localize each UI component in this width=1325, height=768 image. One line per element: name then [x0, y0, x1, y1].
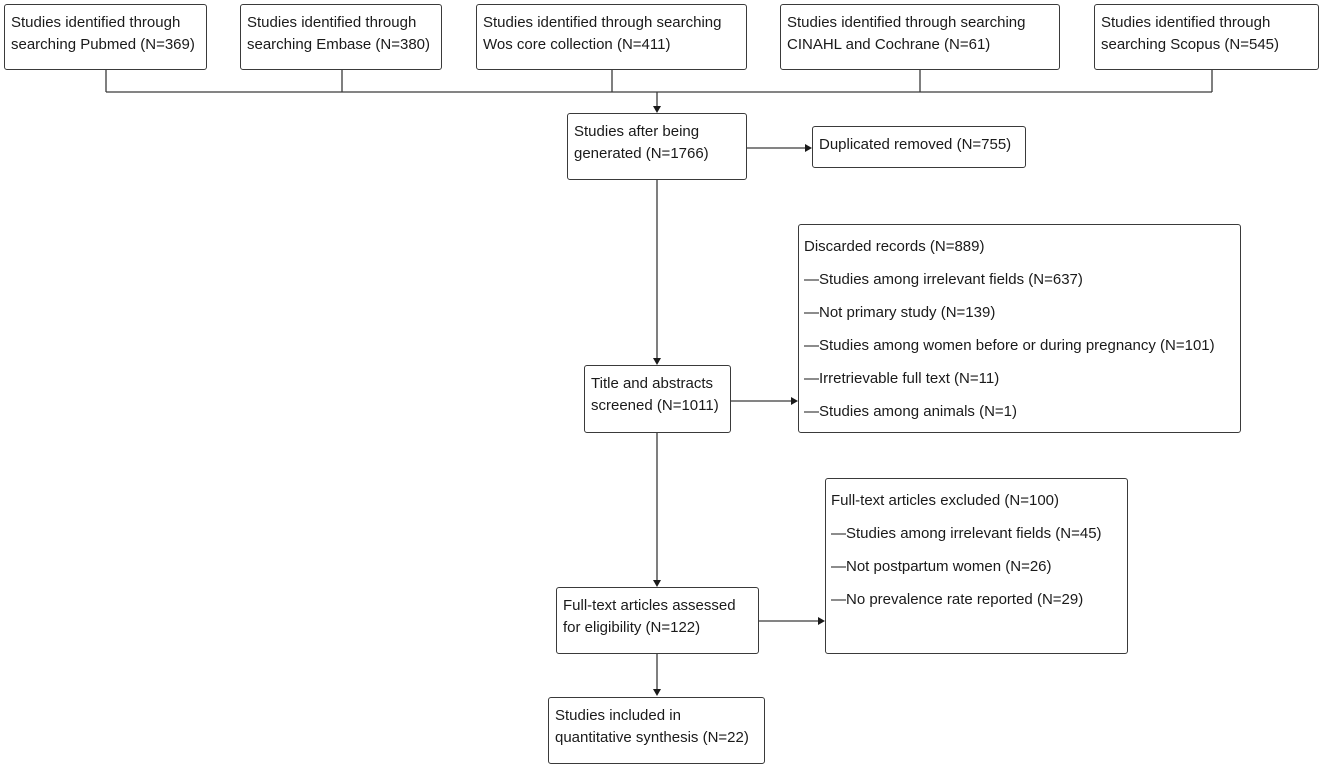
arrowhead-excluded [818, 617, 825, 625]
source-embase-line2: searching Embase (N=380) [247, 36, 431, 53]
fulltext-line2: for eligibility (N=122) [563, 619, 701, 636]
source-wos-line1: Studies identified through searching [483, 14, 722, 31]
arrowhead-duplicates [805, 144, 812, 152]
source-box-cinahl: Studies identified through searching CIN… [780, 4, 1060, 70]
source-scopus-line2: searching Scopus (N=545) [1101, 36, 1280, 53]
fulltext-line1: Full-text articles assessed [563, 597, 736, 614]
screened-line2: screened (N=1011) [591, 397, 719, 414]
source-pubmed-line1: Studies identified through [11, 14, 181, 31]
fulltext-excluded-item: —Not postpartum women (N=26) [831, 558, 1052, 575]
arrowhead-screened [653, 358, 661, 365]
arrowhead-fulltext [653, 580, 661, 587]
fulltext-box: Full-text articles assessed for eligibil… [556, 587, 759, 654]
discarded-title: Discarded records (N=889) [804, 238, 985, 255]
source-wos-line2: Wos core collection (N=411) [483, 36, 671, 53]
fulltext-excluded-box: Full-text articles excluded (N=100) —Stu… [825, 478, 1128, 654]
source-cinahl-line2: CINAHL and Cochrane (N=61) [787, 36, 991, 53]
included-line2: quantitative synthesis (N=22) [555, 729, 749, 746]
duplicates-box: Duplicated removed (N=755) [812, 126, 1026, 168]
source-scopus-line1: Studies identified through [1101, 14, 1271, 31]
discarded-item: —Studies among women before or during pr… [804, 337, 1215, 354]
discarded-item: —Studies among irrelevant fields (N=637) [804, 271, 1083, 288]
duplicates-text: Duplicated removed (N=755) [819, 136, 1012, 153]
source-pubmed-line2: searching Pubmed (N=369) [11, 36, 195, 53]
discarded-item: —Studies among animals (N=1) [804, 403, 1018, 420]
generated-line2: generated (N=1766) [574, 145, 709, 162]
screened-line1: Title and abstracts [591, 375, 713, 392]
generated-box: Studies after being generated (N=1766) [567, 113, 747, 180]
fulltext-excluded-item: —Studies among irrelevant fields (N=45) [831, 525, 1102, 542]
discarded-box: Discarded records (N=889) —Studies among… [798, 224, 1241, 433]
source-box-scopus: Studies identified through searching Sco… [1094, 4, 1319, 70]
discarded-item: —Not primary study (N=139) [804, 304, 996, 321]
source-cinahl-line1: Studies identified through searching [787, 14, 1026, 31]
arrowhead-discarded [791, 397, 798, 405]
screened-box: Title and abstracts screened (N=1011) [584, 365, 731, 433]
source-box-wos: Studies identified through searching Wos… [476, 4, 747, 70]
fulltext-excluded-item: —No prevalence rate reported (N=29) [831, 591, 1084, 608]
generated-line1: Studies after being [574, 123, 700, 140]
included-box: Studies included in quantitative synthes… [548, 697, 765, 764]
source-embase-line1: Studies identified through [247, 14, 417, 31]
source-box-embase: Studies identified through searching Emb… [240, 4, 442, 70]
arrowhead-generated [653, 106, 661, 113]
fulltext-excluded-title: Full-text articles excluded (N=100) [831, 492, 1060, 509]
source-box-pubmed: Studies identified through searching Pub… [4, 4, 207, 70]
included-line1: Studies included in [555, 707, 681, 724]
discarded-item: —Irretrievable full text (N=11) [804, 370, 1000, 387]
arrowhead-included [653, 689, 661, 696]
